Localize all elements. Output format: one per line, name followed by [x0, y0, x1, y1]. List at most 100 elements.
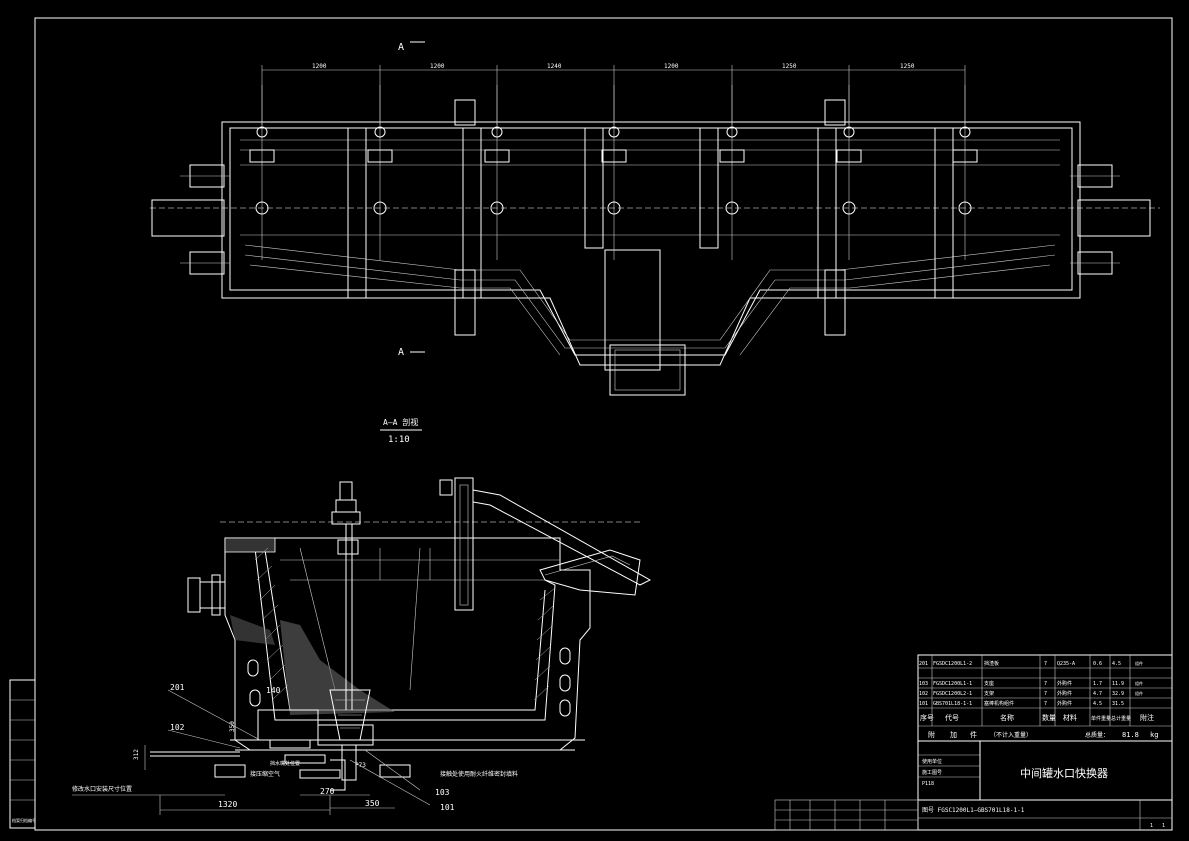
section-mark-top: A: [398, 42, 404, 53]
stopper-unit-1: [249, 85, 275, 260]
plan-dim-1: 1200: [312, 63, 327, 70]
callout-101: 101: [440, 803, 455, 812]
title-left-cell-2: 施工图号: [922, 769, 942, 776]
inlet-flange: [187, 574, 226, 616]
section-notes: 挡水嘴处位置 P73 修改水口安装尺寸位置 接压缩空气 接触处使用耐火纤维密封填…: [72, 760, 518, 796]
svg-text:单件重量: 单件重量: [1091, 715, 1111, 722]
svg-text:外购件: 外购件: [1057, 690, 1072, 697]
svg-text:4.7: 4.7: [1093, 691, 1102, 697]
note-install-size: 修改水口安装尺寸位置: [72, 785, 132, 793]
plan-dim-5: 1250: [782, 63, 797, 70]
svg-text:0.6: 0.6: [1093, 661, 1102, 667]
svg-text:总计重量: 总计重量: [1111, 715, 1131, 722]
svg-text:外购件: 外购件: [1057, 700, 1072, 707]
svg-text:102: 102: [919, 691, 928, 697]
svg-text:31.5: 31.5: [1112, 701, 1124, 707]
note-nozzle: 挡水嘴处位置: [270, 760, 300, 767]
section-mark-bottom: A: [398, 347, 404, 358]
note-compressed-air: 接压缩空气: [250, 770, 280, 778]
stopper-unit-6: [817, 85, 862, 336]
tundish-section-body: [224, 537, 591, 751]
stopper-unit-7: [934, 85, 978, 299]
dim-312: 312: [133, 749, 140, 760]
stopper-unit-5: [699, 85, 745, 260]
refractory-hatch-left: [254, 547, 289, 701]
parts-row-101: 101 GBS701L18-1-1 塞棒机构组件 7 外购件 4.5 31.5: [919, 700, 1124, 707]
svg-text:201: 201: [919, 661, 928, 667]
parts-row-102: 102 FGSDC1200L2-1 支架 7 外购件 4.7 32.9 组件: [919, 690, 1143, 697]
svg-text:81.8: 81.8: [1122, 731, 1139, 739]
svg-text:附注: 附注: [1140, 713, 1154, 722]
callout-102: 102: [170, 723, 185, 732]
section-scale: 1:10: [388, 435, 410, 445]
sheet-number: 1: [1150, 823, 1153, 829]
left-margin-stamp: 档案归档编号: [9, 679, 36, 829]
svg-text:附: 附: [928, 730, 935, 739]
svg-text:组件: 组件: [1135, 690, 1143, 696]
callout-103: 103: [435, 788, 450, 797]
svg-text:FGSDC1200L1-1: FGSDC1200L1-1: [933, 681, 972, 687]
svg-text:FGSDC1200L1-2: FGSDC1200L1-2: [933, 661, 972, 667]
title-left-cell-1: 使用单位: [922, 758, 942, 765]
svg-text:名称: 名称: [1000, 713, 1014, 722]
parts-row-201: 201 FGSDC1200L1-2 挡渣板 7 Q235-A 0.6 4.5 组…: [919, 660, 1143, 667]
sheet-frame: [34, 17, 1173, 831]
svg-text:材料: 材料: [1063, 713, 1077, 722]
svg-text:4.5: 4.5: [1093, 701, 1102, 707]
svg-text:GBS701L18-1-1: GBS701L18-1-1: [933, 701, 972, 707]
svg-text:件: 件: [970, 730, 977, 739]
svg-text:7: 7: [1044, 661, 1047, 667]
dim-350-vertical: 350: [229, 721, 236, 732]
stopper-unit-3: [454, 85, 510, 336]
svg-text:Q235-A: Q235-A: [1057, 661, 1075, 667]
parts-header: 序号 代号 名称 数量 材料 单件重量 总计重量 附注: [920, 713, 1154, 722]
svg-text:4.5: 4.5: [1112, 661, 1121, 667]
drawing-number: 图号 FGSC1200L1—GBS701L18-1-1: [922, 807, 1025, 814]
plan-dim-2: 1200: [430, 63, 445, 70]
note-p73: P73: [355, 762, 366, 769]
svg-text:（不计入重量）: （不计入重量）: [990, 731, 1032, 739]
svg-text:数量: 数量: [1042, 713, 1056, 722]
svg-text:103: 103: [919, 681, 928, 687]
svg-text:序号: 序号: [920, 713, 934, 722]
svg-text:组件: 组件: [1135, 680, 1143, 686]
svg-text:支架: 支架: [984, 690, 994, 697]
plan-dim-4: 1200: [664, 63, 679, 70]
svg-text:加: 加: [950, 730, 957, 739]
section-dimensions: 312 350 140 270 350 1320: [133, 686, 395, 815]
svg-text:11.9: 11.9: [1112, 681, 1124, 687]
stopper-rod: [329, 481, 371, 741]
callouts: 201 102 103 101: [167, 683, 455, 812]
note-fiber-seal: 接触处使用耐火纤维密封填料: [440, 770, 518, 778]
svg-text:7: 7: [1044, 681, 1047, 687]
stopper-units: [249, 85, 978, 336]
callout-201: 201: [170, 683, 185, 692]
svg-text:外购件: 外购件: [1057, 680, 1072, 687]
section-title: A—A 剖视: [383, 417, 418, 427]
quick-change-assembly: [150, 709, 411, 791]
dim-350: 350: [365, 799, 380, 808]
dim-270: 270: [320, 787, 335, 796]
sheet-count: 1: [1162, 823, 1165, 829]
dim-1320: 1320: [218, 800, 237, 809]
plan-view: A A 1200 1200 1240 1200 1250 1250: [150, 41, 1160, 396]
stopper-unit-4: [584, 85, 627, 260]
svg-text:1.7: 1.7: [1093, 681, 1102, 687]
svg-text:挡渣板: 挡渣板: [984, 660, 999, 667]
svg-text:塞棒机构组件: 塞棒机构组件: [984, 700, 1014, 707]
refractory-hatch-right: [533, 587, 556, 701]
svg-text:FGSDC1200L2-1: FGSDC1200L2-1: [933, 691, 972, 697]
title-block: 使用单位 施工图号 P118 中间罐水口快换器 图号 FGSC1200L1—GB…: [774, 740, 1173, 831]
inlet-chute: [439, 477, 652, 611]
tundish-plan-outline: [150, 121, 1160, 396]
svg-text:kg: kg: [1150, 731, 1158, 739]
plan-dim-3: 1240: [547, 63, 562, 70]
drawing-title: 中间罐水口快换器: [1020, 766, 1108, 780]
end-connectors: [151, 164, 1151, 275]
parts-subheader: 附 加 件 （不计入重量） 总质量： 81.8 kg: [928, 730, 1158, 739]
title-left-cell-3: P118: [922, 781, 934, 787]
parts-row-103: 103 FGSDC1200L1-1 支座 7 外购件 1.7 11.9 组件: [919, 680, 1143, 687]
dim-140: 140: [266, 686, 281, 695]
plan-dimension-chain: 1200 1200 1240 1200 1250 1250: [261, 63, 966, 125]
